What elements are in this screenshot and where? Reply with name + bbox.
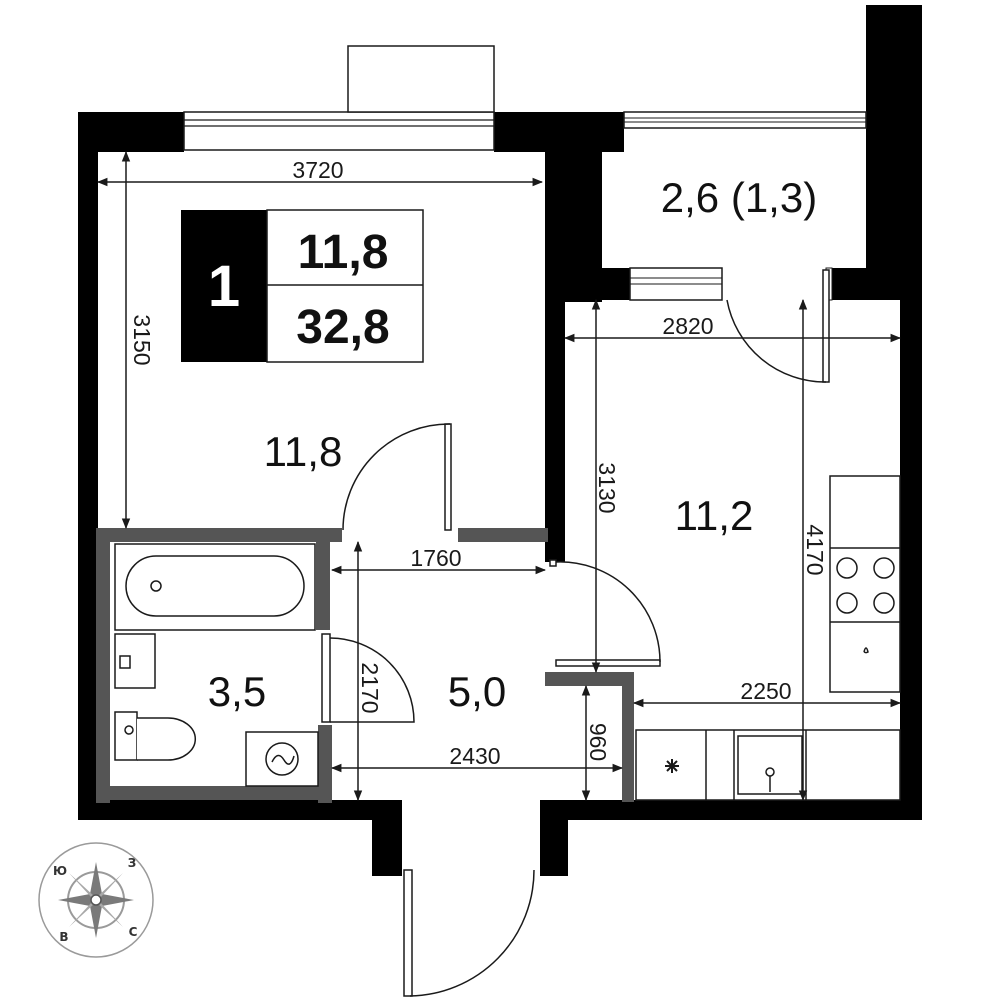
dim-room-depth: 3150 — [129, 314, 155, 365]
room-count: 1 — [208, 254, 240, 319]
exterior-walls — [78, 5, 922, 876]
loggia-area: 2,6 (1,3) — [661, 174, 817, 221]
badge-total-area: 32,8 — [296, 301, 389, 354]
stove — [836, 557, 895, 614]
dim-hall-depth: 2170 — [357, 662, 383, 713]
compass-rose-icon: Ю З В С — [38, 842, 154, 958]
dim-kitchen-width: 2820 — [662, 313, 713, 339]
compass-label-west: З — [128, 856, 137, 870]
window-loggia — [623, 111, 867, 129]
living-room-area: 11,8 — [264, 428, 343, 475]
bathroom-area: 3,5 — [208, 668, 266, 715]
area-badge: 1 11,8 32,8 — [181, 209, 424, 363]
toilet — [114, 711, 197, 761]
hallway-area: 5,0 — [448, 668, 506, 715]
dim-kitchen-depth: 3130 — [594, 462, 620, 513]
dimension-lines — [96, 150, 902, 802]
dim-room-width: 3720 — [292, 157, 343, 183]
dimension-labels: 3720 3150 2820 3130 4170 1760 2170 2430 … — [129, 157, 828, 769]
room-labels: 11,8 11,2 2,6 (1,3) 3,5 5,0 — [208, 174, 817, 715]
sink — [114, 633, 156, 689]
bathtub — [114, 543, 316, 631]
dim-kitchen-full-depth: 4170 — [802, 524, 828, 575]
window-living-room — [183, 45, 495, 151]
window-kitchen-loggia — [629, 267, 833, 301]
washing-machine — [245, 731, 319, 787]
dim-niche-width: 2250 — [740, 678, 791, 704]
fridge-icon — [665, 759, 679, 773]
dim-corridor-width: 1760 — [410, 545, 461, 571]
compass-label-south: Ю — [53, 864, 67, 878]
partition-walls — [96, 528, 634, 803]
compass-label-east: В — [59, 930, 68, 944]
dim-hall-width: 2430 — [449, 743, 500, 769]
doors — [321, 269, 830, 997]
compass-label-north: С — [129, 925, 138, 939]
kitchen-area: 11,2 — [675, 492, 754, 539]
dim-niche-depth: 960 — [585, 723, 611, 761]
badge-living-area: 11,8 — [298, 226, 389, 279]
